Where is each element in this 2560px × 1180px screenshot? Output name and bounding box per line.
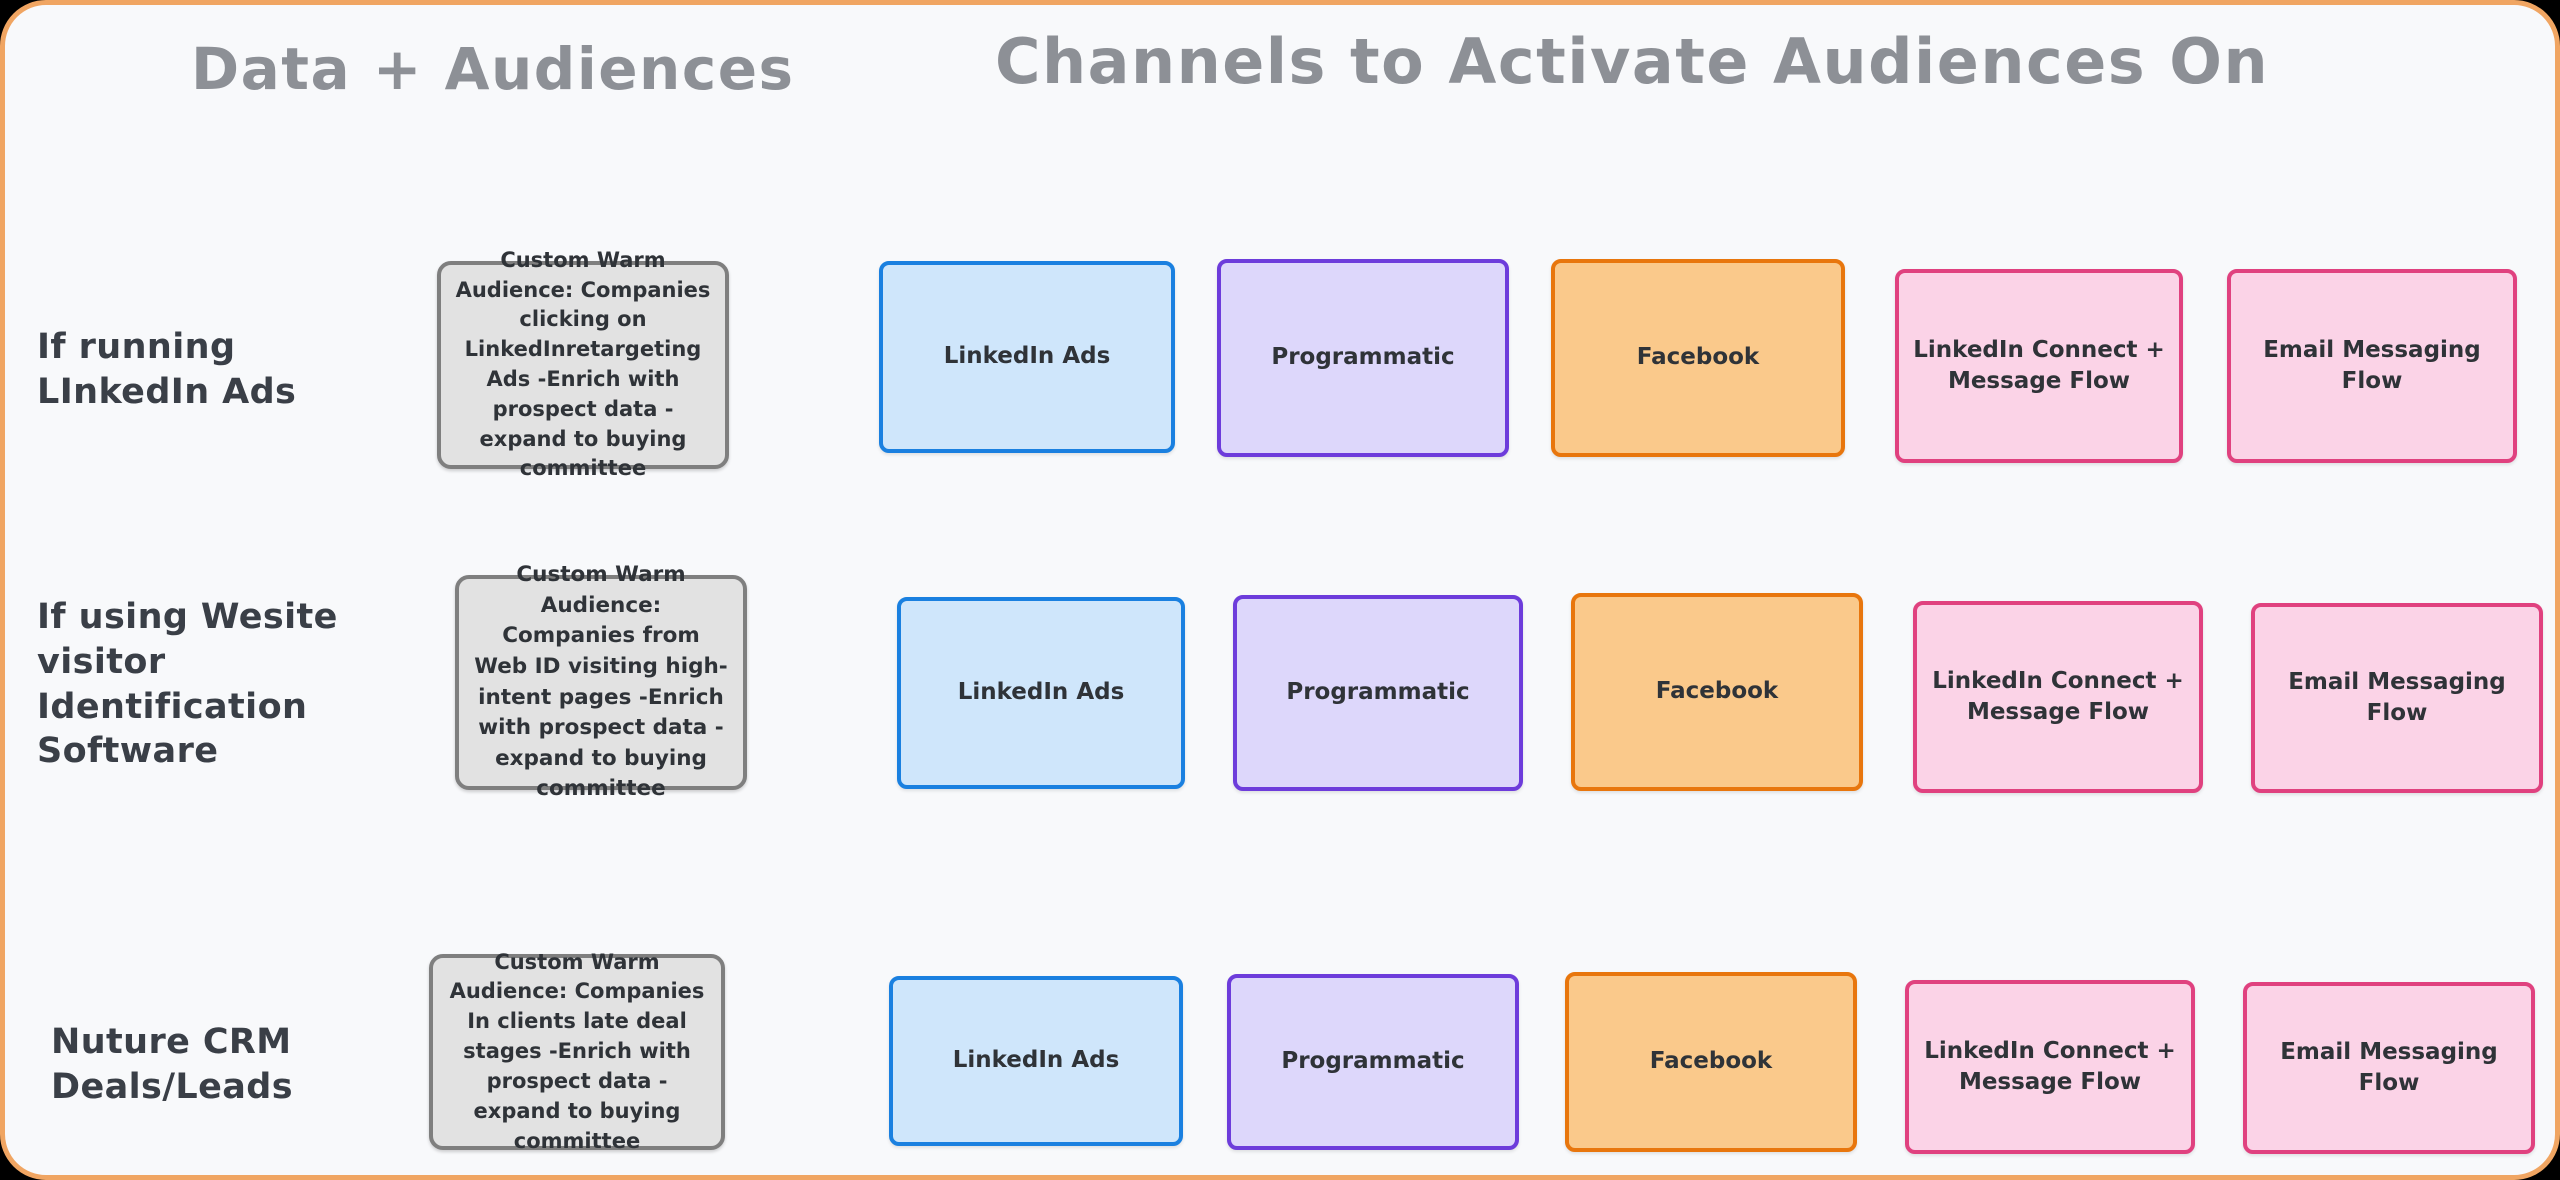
channel-box-linkedin-ads[interactable]: LinkedIn Ads <box>897 597 1185 789</box>
channel-box-programmatic[interactable]: Programmatic <box>1227 974 1519 1150</box>
channel-box-linkedin-connect[interactable]: LinkedIn Connect + Message Flow <box>1913 601 2203 793</box>
channel-box-linkedin-connect[interactable]: LinkedIn Connect + Message Flow <box>1895 269 2183 463</box>
channel-box-email-messaging-flow[interactable]: Email Messaging Flow <box>2251 603 2543 793</box>
channel-box-linkedin-ads[interactable]: LinkedIn Ads <box>889 976 1183 1146</box>
channel-box-linkedin-ads[interactable]: LinkedIn Ads <box>879 261 1175 453</box>
diagram-row: Nuture CRM Deals/Leads Custom Warm Audie… <box>5 950 2555 1155</box>
channel-box-email-messaging-flow[interactable]: Email Messaging Flow <box>2227 269 2517 463</box>
audience-box[interactable]: Custom Warm Audience: Companies clicking… <box>437 248 729 480</box>
channel-box-facebook[interactable]: Facebook <box>1565 972 1857 1152</box>
channel-box-facebook[interactable]: Facebook <box>1551 259 1845 457</box>
channel-box-facebook[interactable]: Facebook <box>1571 593 1863 791</box>
header-channels-to-activate: Channels to Activate Audiences On <box>995 25 2270 98</box>
channel-box-programmatic[interactable]: Programmatic <box>1233 595 1523 791</box>
channel-box-linkedin-connect[interactable]: LinkedIn Connect + Message Flow <box>1905 980 2195 1154</box>
row-label: Nuture CRM Deals/Leads <box>51 1022 293 1107</box>
column-headers: Data + Audiences Channels to Activate Au… <box>5 5 2555 165</box>
channel-box-programmatic[interactable]: Programmatic <box>1217 259 1509 457</box>
row-label: If running LInkedIn Ads <box>37 327 297 412</box>
diagram-row: If running LInkedIn Ads Custom Warm Audi… <box>5 245 2555 480</box>
diagram-row: If using Wesite visitor Identification S… <box>5 562 2555 805</box>
row-label: If using Wesite visitor Identification S… <box>37 597 338 772</box>
audience-box[interactable]: Custom Warm Audience: Companies from Web… <box>455 562 747 801</box>
header-data-audiences: Data + Audiences <box>191 35 795 103</box>
channel-box-email-messaging-flow[interactable]: Email Messaging Flow <box>2243 982 2535 1154</box>
audience-box[interactable]: Custom Warm Audience: Companies In clien… <box>429 950 725 1153</box>
